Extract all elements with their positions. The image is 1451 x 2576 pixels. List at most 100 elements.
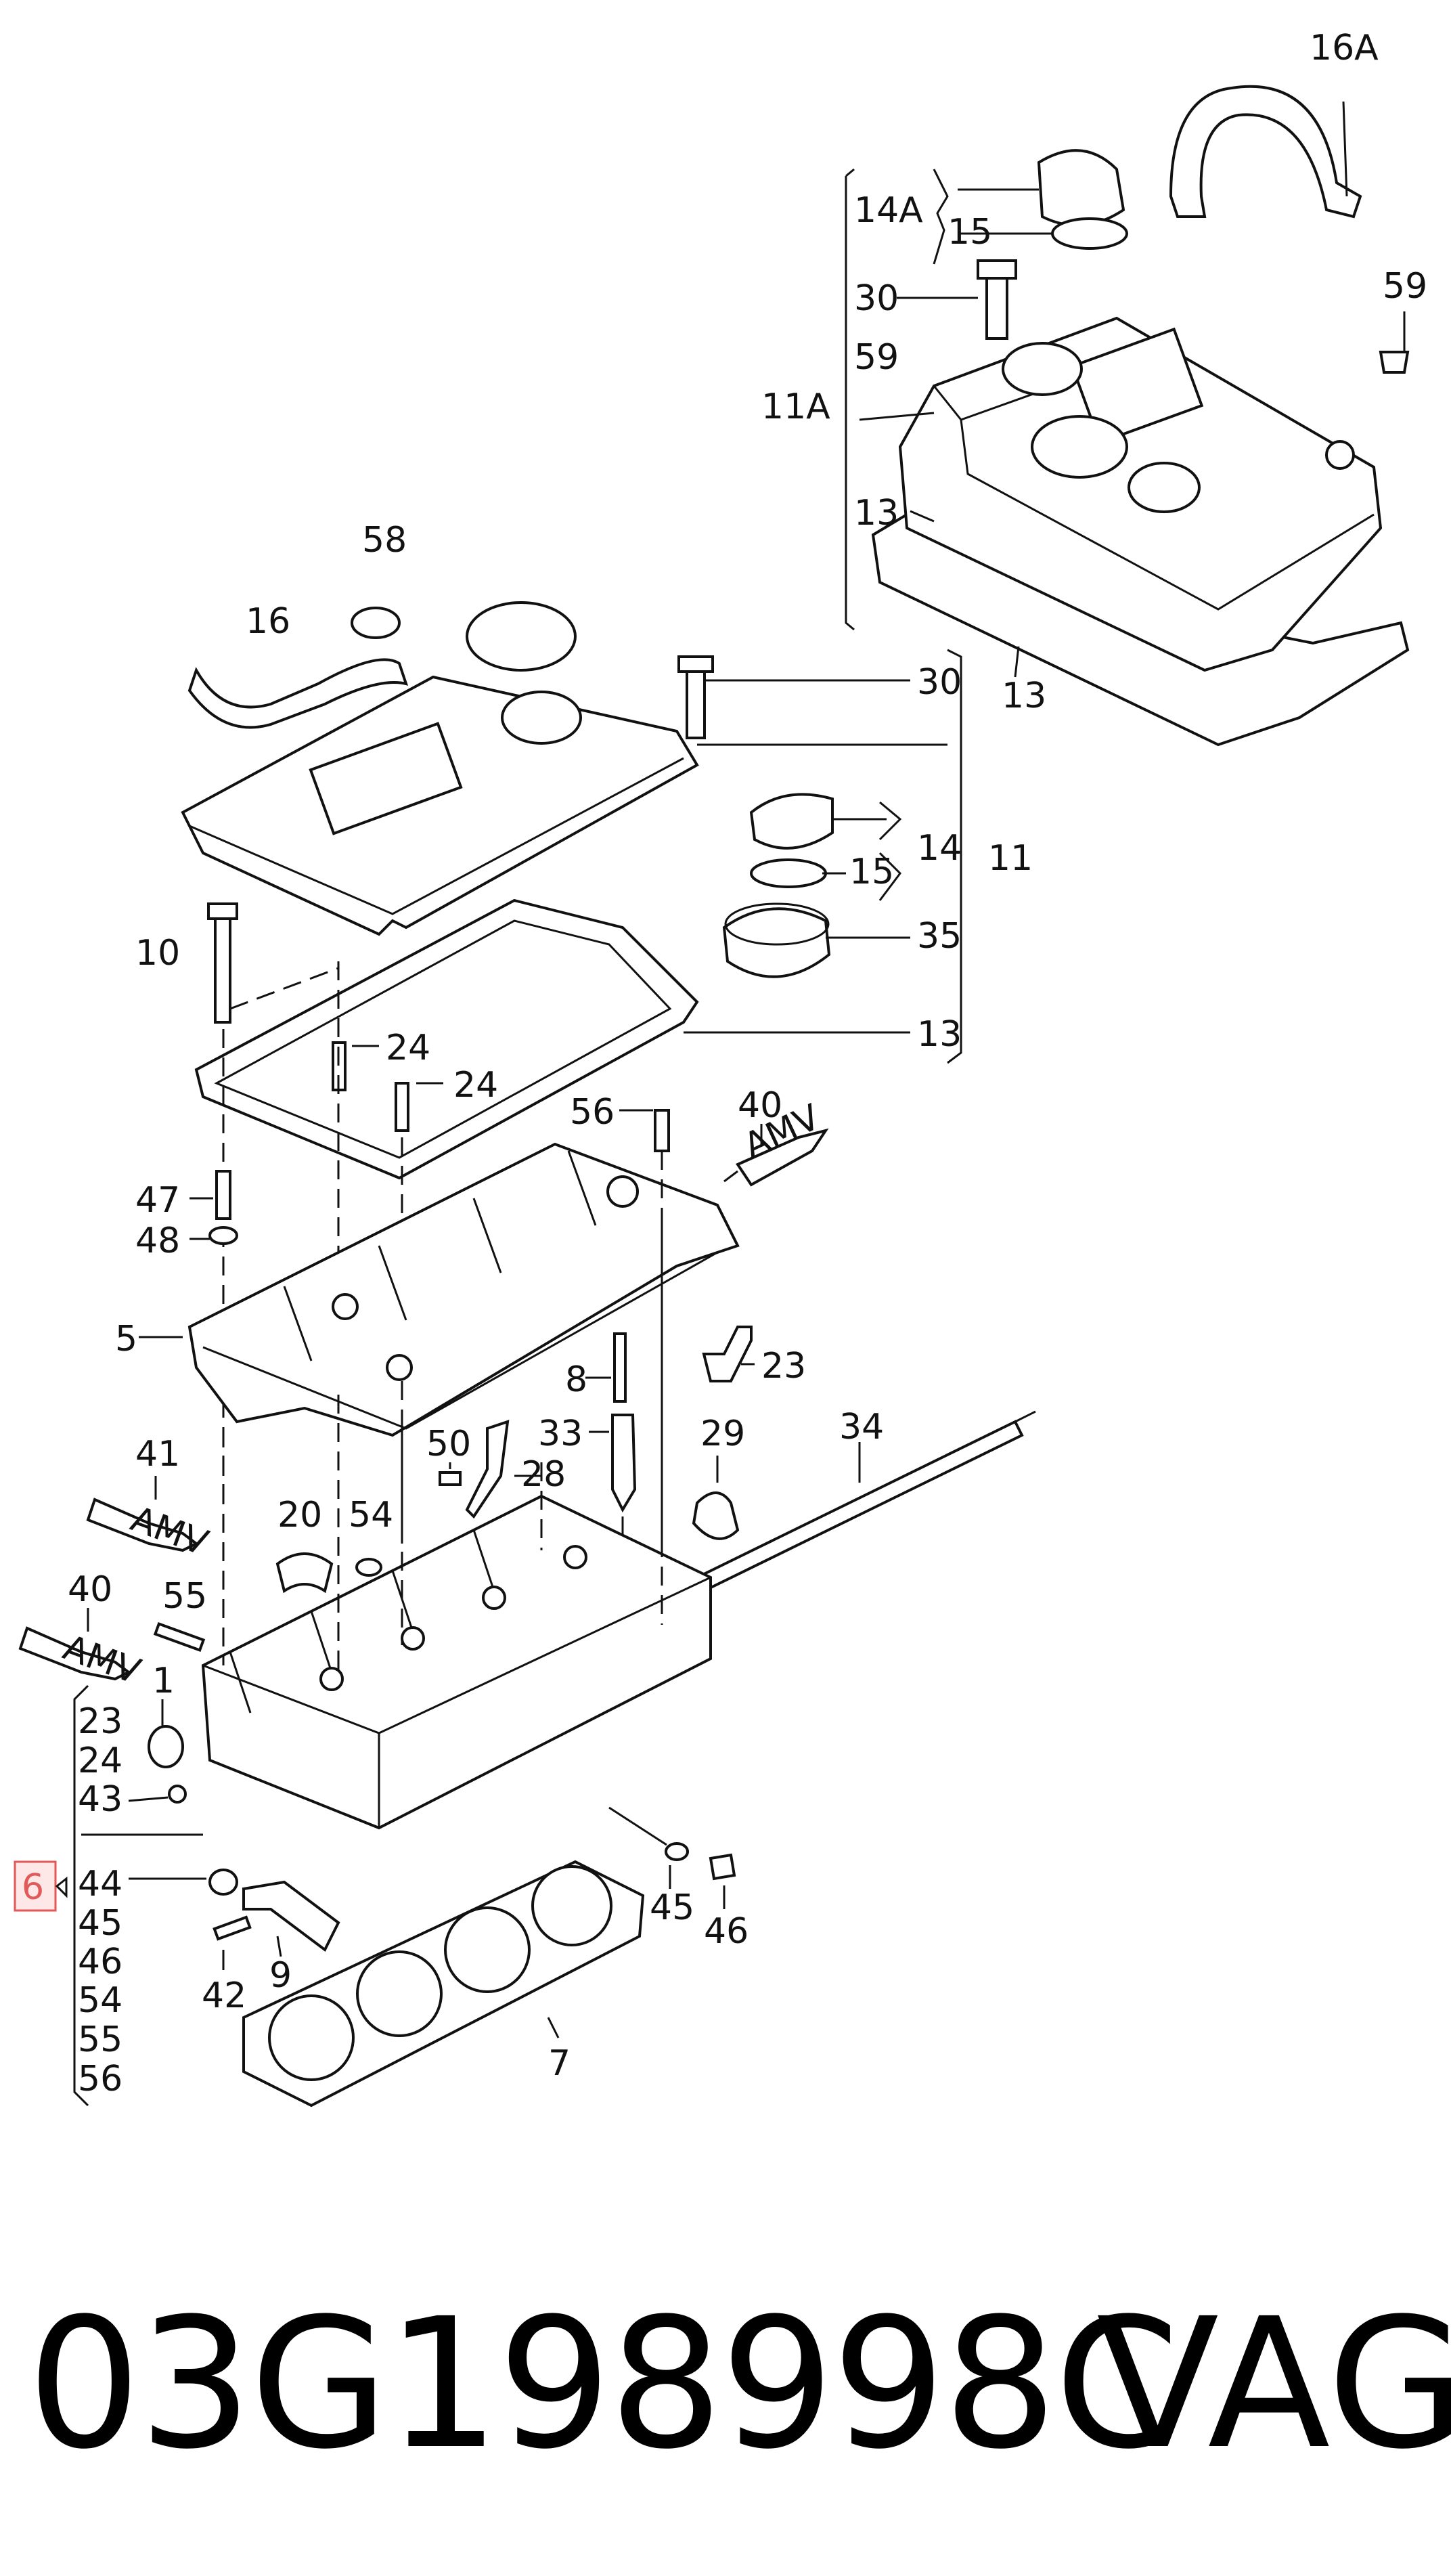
callout-14a: 14A [854,190,923,231]
callout-13-a: 13 [854,493,899,533]
bracket-9 [242,1880,340,1952]
callout-45-l: 45 [78,1903,122,1944]
callout-9: 9 [269,1955,292,1996]
callout-40-left: 40 [68,1569,112,1610]
callout-1: 1 [152,1661,175,1701]
valve-cover-11-body [181,675,699,936]
oil-seal-1 [148,1725,184,1768]
callout-35: 35 [917,916,962,957]
bracket-28 [465,1420,510,1519]
callout-15-top: 15 [947,212,992,253]
callout-43: 43 [78,1779,122,1820]
gasket-bore-3 [444,1906,531,1993]
callout-58: 58 [362,520,407,561]
callout-50: 50 [426,1424,471,1464]
gasket-13-mid [194,898,699,1180]
callout-14: 14 [917,828,962,869]
bolt-47 [215,1170,231,1220]
breather-housing [1031,415,1128,479]
sensor-23 [702,1326,753,1382]
callout-6: 6 [22,1867,44,1908]
callout-56: 56 [570,1092,615,1133]
housing-bore-2 [332,1293,359,1320]
callout-45: 45 [650,1887,694,1928]
callout-15-mid: 15 [849,852,894,892]
stud-24-b [395,1082,409,1132]
cap-seal-15-mid [750,858,827,888]
callout-34: 34 [839,1407,884,1447]
gasket-bore-1 [268,1994,355,2081]
callout-33: 33 [538,1414,583,1454]
plug-43 [168,1785,187,1804]
cylinder-head-6: AMV AMV [18,1225,736,2107]
callout-59-mid: 59 [854,337,899,378]
filler-neck-35 [722,907,831,978]
bearing-shell-20 [275,1552,334,1594]
washer-45 [665,1842,689,1861]
bolt-8 [613,1332,627,1403]
callout-30-top: 30 [854,278,899,319]
breather-hose-16a [1169,85,1362,219]
callout-24-l: 24 [78,1741,122,1781]
head-bore-4 [563,1545,587,1569]
callout-8: 8 [565,1359,587,1400]
bolt-30-mid-head [677,655,714,673]
callout-20: 20 [277,1495,322,1535]
callout-54-l: 54 [78,1980,122,2021]
callout-10: 10 [135,933,180,974]
callout-16a: 16A [1310,28,1379,68]
callout-7: 7 [548,2043,571,2084]
breather-hose-16 [187,658,409,729]
bolt-10-head [207,902,238,920]
callout-28: 28 [521,1454,566,1495]
sealant-tube-40-left: AMV [18,1626,146,1693]
camshaft-housing-body [187,1142,740,1437]
head-bore-1 [319,1667,344,1691]
oil-cap-14a [1037,149,1125,227]
callout-11a: 11A [761,387,830,427]
bolt-30-mid [686,662,706,739]
oil-filler-opening [1002,342,1083,396]
callout-55-l: 55 [78,2020,122,2060]
gasket-bore-2 [356,1950,443,2037]
callout-5: 5 [115,1319,137,1359]
washer-48 [208,1226,238,1245]
valve-cover-11a [845,85,1410,747]
callout-40-top: 40 [738,1085,782,1126]
housing-bore-1 [386,1354,413,1381]
callout-56-l: 56 [78,2059,122,2099]
callout-23-r: 23 [761,1346,806,1387]
callout-46-l: 46 [78,1942,122,1982]
callout-47: 47 [135,1180,180,1221]
bolt-56 [654,1109,670,1152]
svg-text:AMV: AMV [126,1499,214,1564]
filler-neck-11 [501,691,582,745]
svg-text:AMV: AMV [58,1628,146,1693]
washer-54 [355,1558,382,1577]
cylinder-head-body [201,1494,712,1830]
callout-48: 48 [135,1221,180,1261]
bolt-50 [439,1471,462,1486]
callout-41: 41 [135,1434,180,1475]
head-gasket-7 [242,1860,645,2108]
gasket-bore-4 [531,1865,612,1946]
callout-54-mid: 54 [349,1495,393,1535]
head-bore-3 [482,1586,506,1610]
cover-11-label [309,722,463,835]
bolt-30-top-head [977,259,1017,280]
callout-29: 29 [700,1414,745,1454]
head-bore-2 [401,1626,425,1651]
callout-55-mid: 55 [162,1576,207,1617]
housing-bore-3 [606,1175,639,1208]
cap-seal-15 [1051,217,1128,250]
sealant-tube-41: AMV [86,1498,214,1564]
callout-16: 16 [246,601,290,642]
sensor-33 [611,1414,637,1513]
callout-23-l: 23 [78,1701,122,1742]
stud-55 [153,1621,206,1653]
callout-24-b: 24 [453,1065,498,1106]
oil-cap-14 [749,793,834,850]
breather-dome [1128,462,1201,513]
breather-dome-11 [466,601,577,672]
